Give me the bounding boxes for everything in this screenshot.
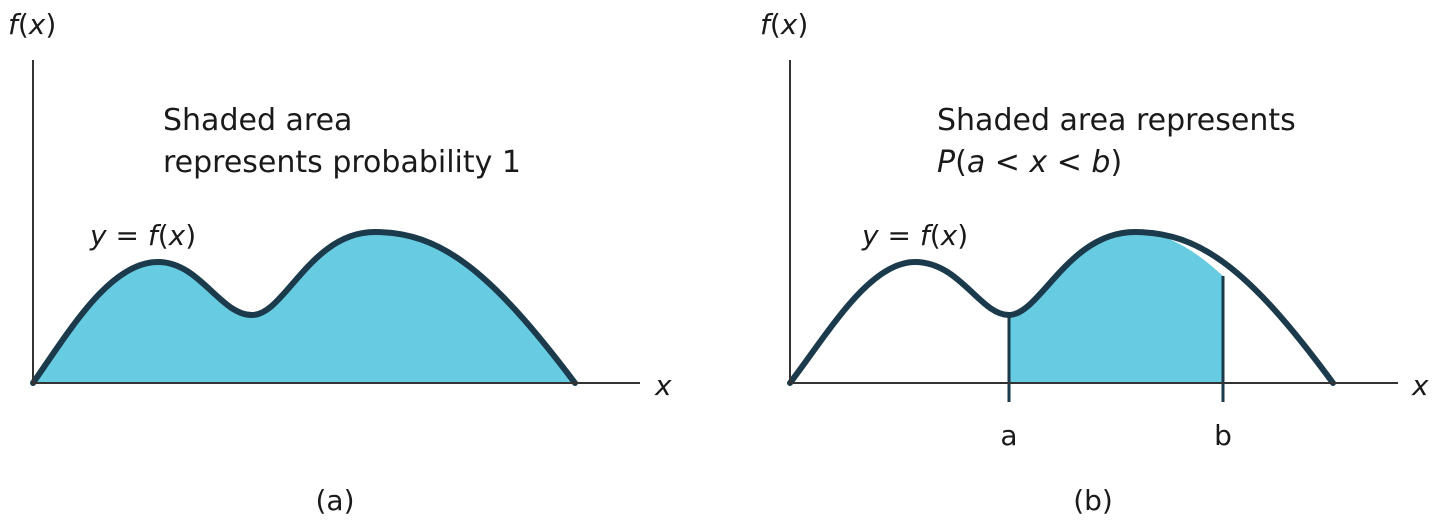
panel-a-caption: (a) [315,484,354,517]
panel-b-shaded-area [1009,232,1223,383]
panel-b: f(x) x y = f(x) Shaded area represents P… [760,8,1429,517]
panel-a: f(x) x y = f(x) Shaded area represents p… [8,8,672,517]
panel-b-note-line-2: P(a < x < b) [937,145,1122,180]
panel-b-caption: (b) [1073,484,1113,517]
panel-a-note-line-1: Shaded area [163,103,352,138]
panel-b-x-axis-label: x [1411,369,1429,402]
panel-b-density-curve [787,229,1336,386]
panel-a-x-axis-label: x [654,369,672,402]
panel-b-curve-label: y = f(x) [861,219,968,252]
panel-a-density-curve [30,229,578,386]
panel-b-y-axis-label: f(x) [760,8,808,41]
panel-b-note-line-1: Shaded area represents [937,103,1296,138]
panel-a-shaded-area [33,232,575,383]
panel-a-note-line-2: represents probability 1 [163,145,521,180]
panel-a-curve-label: y = f(x) [89,219,196,252]
panel-a-y-axis-label: f(x) [8,8,56,41]
panel-b-tick-label-a: a [1000,419,1017,452]
panel-b-tick-label-b: b [1214,419,1232,452]
